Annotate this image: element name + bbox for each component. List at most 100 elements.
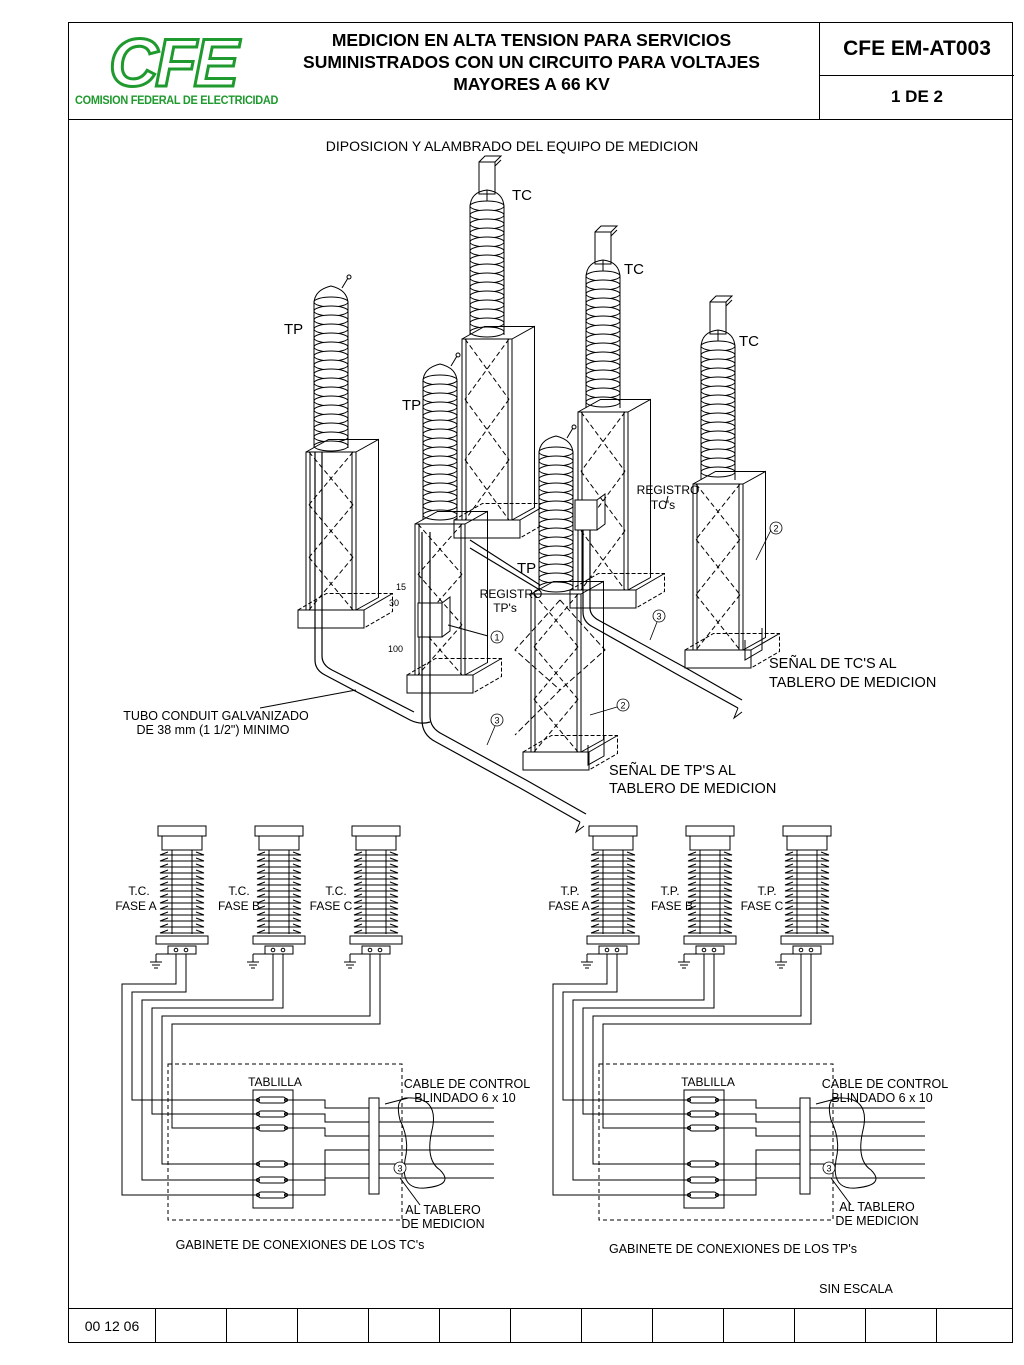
bushing-head — [355, 835, 397, 851]
bushing-shed — [256, 881, 302, 886]
tp-dome — [538, 435, 574, 455]
bushing-head — [258, 835, 300, 851]
conduit-tp-main — [421, 532, 581, 823]
stand-side — [627, 398, 651, 591]
insulator-shed — [422, 410, 458, 422]
al-tablero-leader — [830, 1177, 852, 1206]
insulator-shed — [700, 385, 736, 397]
insulator-shed — [538, 554, 574, 566]
diagram-labels: DIPOSICION Y ALAMBRADO DEL EQUIPO DE MED… — [115, 138, 948, 1296]
concrete-base — [522, 751, 590, 771]
insulator-shed — [585, 351, 621, 363]
revision-date: 00 12 06 — [69, 1309, 156, 1342]
insulator-shed — [422, 455, 458, 467]
bushing-shed — [159, 863, 205, 868]
tp-dome — [313, 285, 349, 305]
insulator-shed — [585, 270, 621, 282]
bushing-shed — [590, 887, 636, 892]
insulator-shed — [585, 324, 621, 336]
cable-tc-line2: BLINDADO 6 x 10 — [414, 1091, 515, 1105]
terminal — [604, 947, 610, 953]
bushing-shed — [784, 863, 830, 868]
insulator-shed — [313, 377, 349, 389]
insulator-shed — [585, 342, 621, 354]
stand-brace — [464, 338, 510, 400]
registro-tcs-box-side — [596, 493, 606, 531]
bushing-shed — [159, 899, 205, 904]
document-title: MEDICION EN ALTA TENSION PARA SERVICIOS … — [244, 29, 819, 95]
insulator-shed — [313, 386, 349, 398]
tp-stand — [297, 438, 393, 629]
bushing-shed — [590, 911, 636, 916]
stand-brace — [417, 574, 463, 625]
callout-number: 3 — [397, 1164, 402, 1174]
insulator-shed — [469, 308, 505, 320]
tp-wiring-bushing-1 — [678, 825, 737, 969]
tp-unit-1 — [297, 274, 393, 629]
callout-3-b: 3 — [490, 713, 504, 727]
cable-leader — [384, 1097, 409, 1105]
title-line-2: SUMINISTRADOS CON UN CIRCUITO PARA VOLTA… — [303, 52, 760, 72]
label-tc-2: TC — [624, 261, 644, 278]
logo-text: CFE — [108, 24, 241, 103]
title-block: CFE COMISION FEDERAL DE ELECTRICIDAD MED… — [69, 23, 1014, 120]
revision-cell — [724, 1309, 795, 1342]
bushing-shed — [590, 863, 636, 868]
bushing-shed — [159, 917, 205, 922]
insulator-shed — [313, 332, 349, 344]
cable-tp-line1: CABLE DE CONTROL — [822, 1077, 948, 1091]
leader-3a — [649, 621, 658, 641]
bushing-shed — [687, 881, 733, 886]
revision-cell — [156, 1309, 227, 1342]
bushing-shed — [353, 881, 399, 886]
conduit-tc-main-inner — [589, 530, 743, 701]
insulator-shed — [313, 431, 349, 443]
callout-number: 1 — [494, 633, 499, 643]
tablilla-tc: TABLILLA — [248, 1075, 302, 1089]
revision-cell — [369, 1309, 440, 1342]
label-tc-1: TC — [512, 187, 532, 204]
insulator-shed — [469, 218, 505, 230]
concrete-base-edge — [363, 593, 393, 611]
bushing-shed — [784, 857, 830, 862]
strip-wire — [717, 1163, 800, 1181]
revision-cell — [795, 1309, 866, 1342]
secondary-wire — [572, 954, 705, 1181]
callout-3-a: 3 — [652, 609, 666, 623]
bushing-shed — [353, 887, 399, 892]
tc-phase-c-line2: FASE C — [310, 899, 353, 913]
stand-brace — [580, 411, 626, 472]
stand-side — [742, 470, 766, 651]
revision-cell — [511, 1309, 582, 1342]
tc-cap-top — [594, 225, 619, 233]
bushing-shed — [256, 851, 302, 856]
secondary-wire — [592, 954, 802, 1165]
bushing-shed — [159, 893, 205, 898]
tc-cap — [709, 301, 727, 335]
bushing-shed — [256, 929, 302, 934]
bushing-shed — [159, 857, 205, 862]
fuse-link — [257, 1160, 287, 1168]
bushing-shed — [159, 911, 205, 916]
fuse-link — [257, 1110, 287, 1118]
tp-dome — [422, 363, 458, 383]
tc-insulator — [469, 200, 505, 338]
conduit-link — [469, 539, 541, 591]
insulator-shed — [422, 401, 458, 413]
document-code-block: CFE EM-AT003 1 DE 2 — [819, 23, 1014, 119]
leader-2b — [589, 706, 618, 716]
stand-brace — [464, 399, 510, 460]
bushing-shed — [687, 905, 733, 910]
al-tablero-leader — [399, 1177, 421, 1206]
secondary-wire — [131, 954, 258, 1101]
document-code: CFE EM-AT003 — [820, 23, 1014, 76]
tp-terminal — [450, 355, 458, 367]
tc-cap — [594, 231, 612, 265]
stand-brace — [308, 451, 354, 505]
bushing-shed — [159, 887, 205, 892]
callout-3-c: 3 — [393, 1161, 407, 1175]
callout-circle — [652, 609, 666, 623]
bushing-shed — [353, 857, 399, 862]
senal-tp-line2: TABLERO DE MEDICION — [609, 781, 776, 797]
